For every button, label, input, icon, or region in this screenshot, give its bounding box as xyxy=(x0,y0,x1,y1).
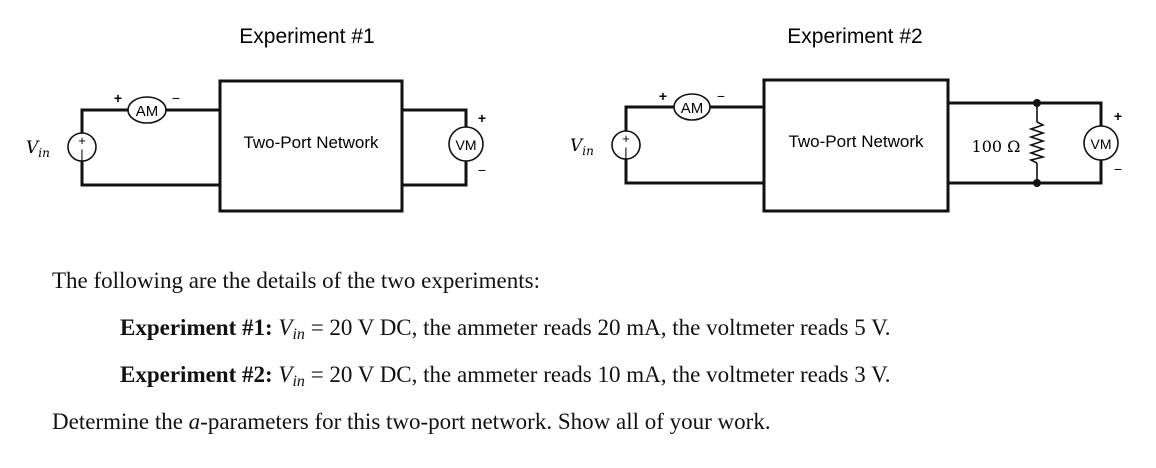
exp1-voltmeter-label: VM xyxy=(456,137,477,153)
exp1-ammeter-plus: + xyxy=(114,90,122,106)
exp2-two-port-network xyxy=(762,78,950,213)
exp2-voltmeter-minus: − xyxy=(1114,161,1122,177)
exp2-node-top xyxy=(1033,99,1041,107)
exp1-two-port-network xyxy=(218,79,404,213)
exp1-ammeter xyxy=(127,96,167,124)
exp1-network-label: Two-Port Network xyxy=(243,133,379,152)
exp2-network-label: Two-Port Network xyxy=(788,132,924,151)
exp2-source-minus: | xyxy=(624,145,627,160)
exp2-voltmeter-label: VM xyxy=(1091,136,1112,152)
experiment-1-details: Experiment #1: Vin = 20 V DC, the ammete… xyxy=(120,315,890,344)
exp1-wire-bottom-left xyxy=(80,161,220,187)
exp1-voltmeter xyxy=(448,126,484,162)
exp2-voltmeter-plus: + xyxy=(1114,108,1122,124)
exp2-vin-sub: in xyxy=(292,373,305,390)
exp2-ammeter xyxy=(673,93,711,121)
experiment-1-heading: Experiment #1: xyxy=(120,315,273,340)
experiment-2-heading: Experiment #2: xyxy=(120,362,273,387)
exp1-details-text: = 20 V DC, the ammeter reads 20 mA, the … xyxy=(304,315,891,340)
exp2-wire-bottom-left xyxy=(624,159,764,185)
exp2-resistor xyxy=(1028,121,1046,164)
exp2-wire-bottom-right xyxy=(948,160,1103,185)
exp2-node-bottom xyxy=(1033,179,1041,187)
question-suffix: -parameters for this two-port network. S… xyxy=(200,409,771,434)
exp1-vin-symbol: V xyxy=(278,315,293,340)
exp2-wire-top-right xyxy=(948,101,1103,126)
question-line: Determine the a-parameters for this two-… xyxy=(52,409,771,435)
exp2-vin-symbol: V xyxy=(278,362,293,387)
exp2-details-text: = 20 V DC, the ammeter reads 10 mA, the … xyxy=(304,362,891,387)
intro-line: The following are the details of the two… xyxy=(52,268,540,293)
exp2-source-plus: + xyxy=(622,131,630,146)
circuit-diagrams: Experiment #1 Two-Port Network + | Vin A… xyxy=(26,25,1122,213)
exp1-voltmeter-plus: + xyxy=(478,110,486,126)
exp1-wire-top-left xyxy=(80,108,128,133)
experiment-2-title: Experiment #2 xyxy=(787,25,922,48)
exp1-source-plus: + xyxy=(78,133,86,148)
exp2-source-label: Vin xyxy=(570,136,594,158)
exp2-ammeter-label: AM xyxy=(681,100,704,117)
exp2-resistor-label: 100 Ω xyxy=(972,137,1021,156)
exp1-source-label: Vin xyxy=(26,138,50,160)
exp1-wire-bottom-right xyxy=(402,161,468,187)
exp1-voltage-source xyxy=(67,132,97,162)
experiment-1-circuit: Experiment #1 Two-Port Network + | Vin A… xyxy=(26,25,486,213)
question-a-symbol: a xyxy=(188,409,201,434)
exp2-voltmeter xyxy=(1083,125,1119,161)
exp1-source-minus: | xyxy=(80,147,83,162)
exp1-wire-top-right xyxy=(402,108,468,127)
exp1-ammeter-minus: − xyxy=(172,90,180,106)
question-prefix: Determine the xyxy=(52,409,189,434)
experiment-2-circuit: Experiment #2 100 Ω Two-Port Network + |… xyxy=(570,25,1122,213)
exp2-ammeter-plus: + xyxy=(659,88,667,104)
exp2-voltage-source xyxy=(611,130,641,160)
exp1-voltmeter-minus: − xyxy=(478,162,486,178)
experiment-1-title: Experiment #1 xyxy=(239,25,374,48)
exp2-wire-top-left xyxy=(624,105,674,131)
exp1-vin-sub: in xyxy=(292,326,305,343)
experiment-2-details: Experiment #2: Vin = 20 V DC, the ammete… xyxy=(120,362,890,391)
exp1-ammeter-label: AM xyxy=(136,103,159,120)
exp2-ammeter-minus: − xyxy=(717,88,725,104)
